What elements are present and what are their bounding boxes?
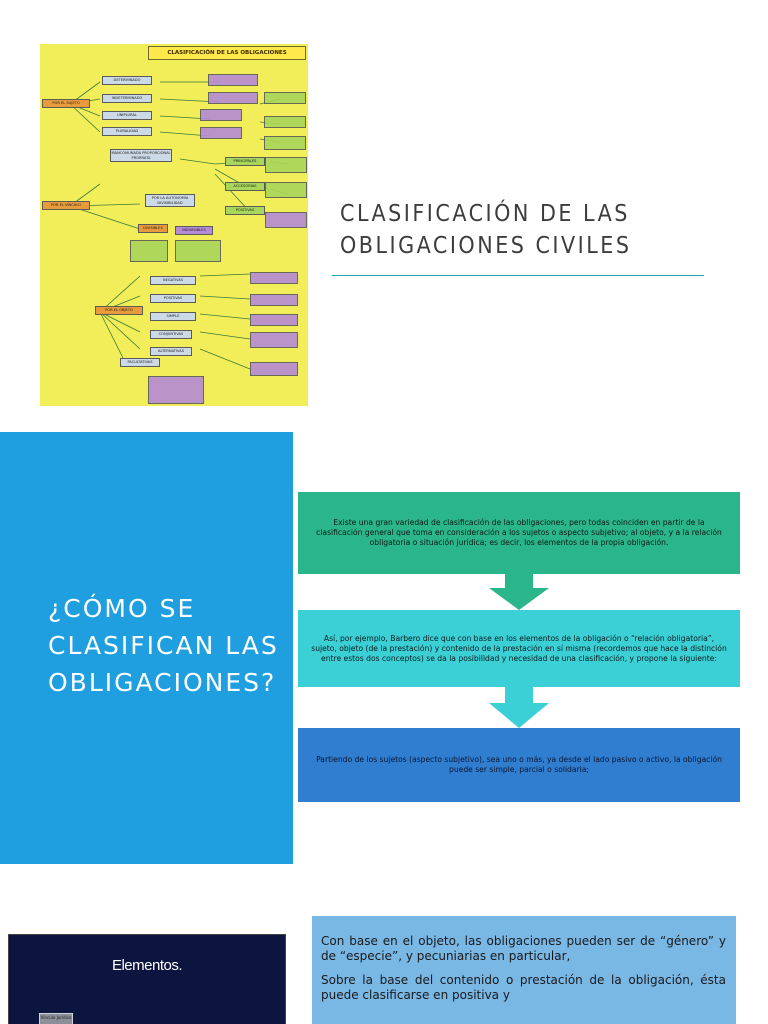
elements-image-title: Elementos.	[111, 957, 183, 974]
concept-map-description-box	[208, 74, 258, 86]
concept-map-description-box	[200, 109, 242, 121]
concept-map-description-box	[264, 116, 306, 128]
concept-map-node: POSITIVAS	[150, 294, 196, 303]
concept-map-node: ALTERNATIVAS	[150, 347, 192, 356]
concept-map-description-box	[264, 92, 306, 104]
concept-map-description-box	[264, 136, 306, 150]
concept-map-node: UNIPLURAL	[102, 111, 152, 120]
slide-2-title: ¿CÓMO SE CLASIFICAN LAS OBLIGACIONES?	[48, 594, 279, 697]
concept-map-title: CLASIFICACIÓN DE LAS OBLIGACIONES	[148, 46, 306, 60]
concept-map-description-box	[265, 212, 307, 228]
concept-map-description-box	[250, 272, 298, 284]
concept-map-node: PLURALIDAD	[102, 127, 152, 136]
text-box-1: Existe una gran variedad de clasificació…	[298, 492, 740, 574]
concept-map-node: POR EL SUJETO	[42, 99, 90, 108]
concept-map-description-box	[208, 92, 258, 104]
concept-map-description-box	[130, 240, 168, 262]
text-box-1-text: Existe una gran variedad de clasificació…	[316, 518, 722, 547]
slide-2: ¿CÓMO SE CLASIFICAN LAS OBLIGACIONES? Ex…	[0, 432, 768, 864]
blue-side-panel: ¿CÓMO SE CLASIFICAN LAS OBLIGACIONES?	[0, 432, 293, 864]
elements-image-chip: Vínculo Jurídico	[39, 1013, 73, 1024]
concept-map-description-box	[265, 182, 307, 198]
concept-map-node: DETERMINADO	[102, 76, 152, 85]
concept-map-node: POR LA AUTONOMÍA DIVISIBILIDAD	[145, 194, 195, 208]
concept-map-node: INDETERMINADO	[102, 94, 152, 103]
concept-map-description-box	[250, 314, 298, 326]
slide-1-title: CLASIFICACIÓN DE LAS OBLIGACIONES CIVILE…	[340, 201, 632, 259]
concept-map-description-box	[265, 157, 307, 173]
text-box-3: Partiendo de los sujetos (aspecto subjet…	[298, 728, 740, 802]
slide-3: Elementos. Vínculo Jurídico Con base en …	[0, 864, 768, 1024]
concept-map-node: NEGATIVAS	[150, 276, 196, 285]
concept-map-node: FACULTATIVAS	[120, 358, 160, 367]
slide-3-paragraph-1: Con base en el objeto, las obligaciones …	[321, 934, 726, 963]
text-box-3-text: Partiendo de los sujetos (aspecto subjet…	[316, 755, 722, 774]
concept-map-node: POSITIVAS	[225, 206, 265, 215]
concept-map-node: ACCESORIAS	[225, 182, 265, 191]
text-box-2: Así, por ejemplo, Barbero dice que con b…	[298, 610, 740, 687]
concept-map-description-box	[250, 362, 298, 376]
text-box-2-text: Así, por ejemplo, Barbero dice que con b…	[311, 633, 727, 663]
down-arrow-2	[489, 687, 549, 728]
concept-map-description-box	[175, 240, 221, 262]
concept-map-node: POR EL OBJETO	[95, 306, 143, 315]
concept-map-description-box	[200, 127, 242, 139]
title-underline	[332, 275, 704, 276]
concept-map-image: CLASIFICACIÓN DE LAS OBLIGACIONES POR EL…	[40, 44, 308, 406]
concept-map-node: CONJUNTIVAS	[150, 330, 192, 339]
concept-map-node: POR EL VÍNCULO	[42, 201, 90, 210]
slide-1: CLASIFICACIÓN DE LAS OBLIGACIONES POR EL…	[0, 0, 768, 432]
concept-map-node: INDIVISIBLES	[175, 226, 213, 235]
down-arrow-1	[489, 574, 549, 610]
concept-map-node: DIVISIBLES	[138, 224, 168, 233]
slide-3-paragraph-2: Sobre la base del contenido o prestación…	[321, 973, 726, 1002]
concept-map-node: MANCOMUNADA PROPORCIONAL PRORRATA	[110, 149, 172, 163]
concept-map-description-box	[250, 332, 298, 348]
slide-3-text-box: Con base en el objeto, las obligaciones …	[312, 916, 736, 1024]
concept-map-node: SIMPLE	[150, 312, 196, 321]
elements-image: Elementos. Vínculo Jurídico	[8, 934, 286, 1024]
concept-map-description-box	[148, 376, 204, 404]
concept-map-node: PRINCIPALES	[225, 157, 265, 166]
concept-map-description-box	[250, 294, 298, 306]
